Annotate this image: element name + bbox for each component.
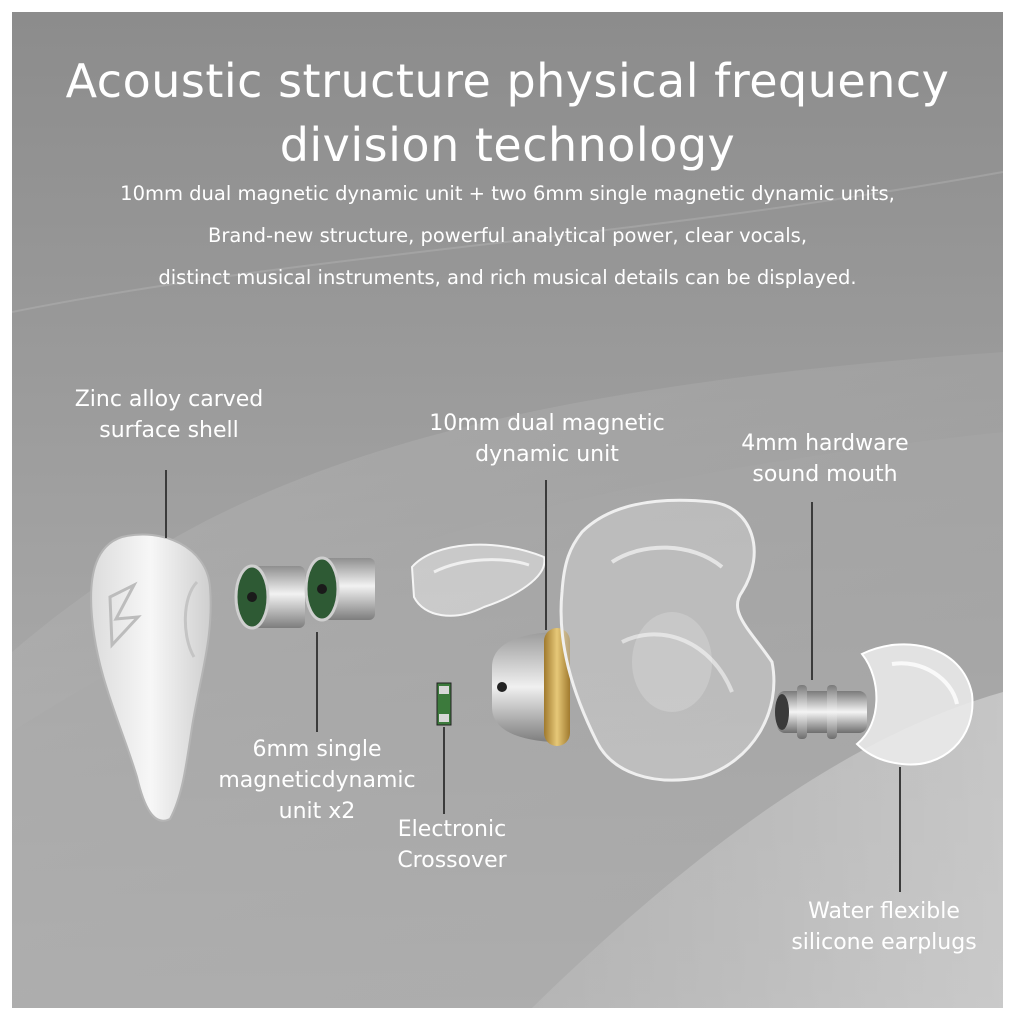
earplugs-label-line-2: silicone earplugs [791,930,977,955]
single-unit-label-line-3: unit x2 [278,799,356,824]
shell-label: Zinc alloy carved surface shell [64,384,274,446]
crossover-leader-line [443,727,445,814]
sound-mouth-leader-line [811,502,813,680]
crossover-label-line-2: Crossover [397,848,507,873]
single-unit-label: 6mm single magneticdynamic unit x2 [202,734,432,827]
sound-mouth-label: 4mm hardware sound mouth [730,428,920,490]
driver-6mm-icon [234,556,375,630]
shell-label-line-1: Zinc alloy carved [74,387,264,412]
heading-line-1: Acoustic structure physical frequency [65,54,950,108]
crossover-label: Electronic Crossover [377,814,527,876]
crossover-chip-icon [436,682,452,726]
heading-line-2: division technology [279,118,736,172]
description-line-3: distinct musical instruments, and rich m… [158,266,857,289]
dual-unit-label: 10mm dual magnetic dynamic unit [422,408,672,470]
description-line-2: Brand-new structure, powerful analytical… [207,224,808,247]
single-unit-label-line-2: magneticdynamic [218,768,416,793]
earplugs-label: Water flexible silicone earplugs [774,896,994,958]
crossover-label-line-1: Electronic [397,817,507,842]
sound-mouth-label-line-2: sound mouth [752,462,898,487]
shell-illustration [90,533,212,822]
shell-label-line-2: surface shell [99,418,239,443]
earplug-icon [855,643,974,766]
dual-unit-leader-line [545,480,547,630]
driver-10mm-icon [492,628,570,746]
single-unit-leader-line [316,632,318,732]
single-unit-label-line-1: 6mm single [252,737,382,762]
sound-mouth-label-line-1: 4mm hardware [741,431,909,456]
nozzle-shell-illustration [410,543,546,617]
shell-leader-line [165,470,167,538]
dual-unit-label-line-1: 10mm dual magnetic [429,411,665,436]
earplugs-leader-line [899,767,901,892]
earplugs-label-line-1: Water flexible [808,899,960,924]
dual-unit-label-line-2: dynamic unit [475,442,619,467]
sound-mouth-icon [775,685,867,739]
description-line-1: 10mm dual magnetic dynamic unit + two 6m… [120,182,895,205]
product-diagram: Acoustic structure physical frequency di… [12,12,1003,1008]
earphone-body-illustration [559,498,776,782]
